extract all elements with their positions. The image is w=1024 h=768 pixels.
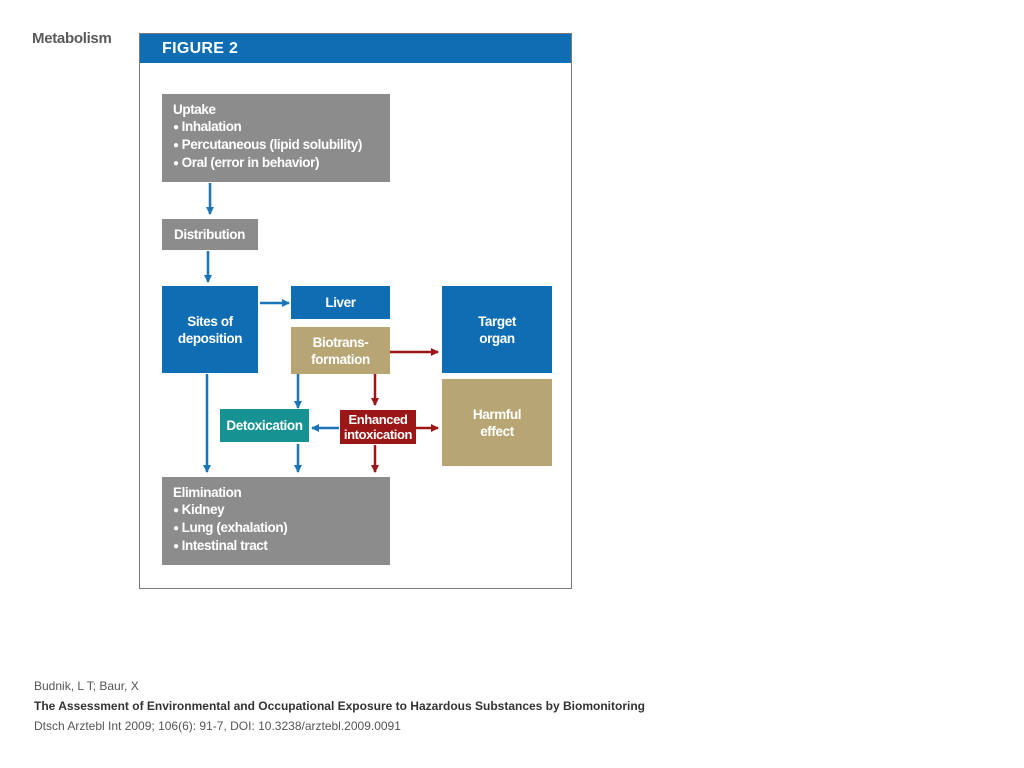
detoxication-box: Detoxication (220, 409, 309, 442)
figure-2: FIGURE 2 Uptake Inhalation Percutaneous … (139, 33, 572, 589)
harmful-effect-label-line: effect (480, 423, 514, 439)
sites-label-line: Sites of (187, 313, 233, 329)
distribution-box: Distribution (162, 219, 258, 250)
section-title: Metabolism (32, 30, 112, 47)
uptake-item: Oral (error in behavior) (173, 154, 390, 172)
elimination-item: Kidney (173, 501, 390, 519)
sites-of-deposition-box: Sites of deposition (162, 286, 258, 373)
enhanced-intoxication-label-line: Enhanced (348, 412, 408, 427)
figure-header: FIGURE 2 (140, 34, 571, 63)
liver-label: Liver (325, 295, 356, 310)
harmful-effect-box: Harmful effect (442, 379, 552, 466)
biotransformation-label-line: formation (311, 351, 370, 367)
target-organ-box: Target organ (442, 286, 552, 373)
target-organ-label-line: organ (479, 330, 515, 346)
enhanced-intoxication-box: Enhanced intoxication (340, 410, 416, 444)
enhanced-intoxication-label-line: intoxication (343, 427, 413, 442)
elimination-item: Intestinal tract (173, 537, 390, 555)
uptake-box: Uptake Inhalation Percutaneous (lipid so… (162, 94, 390, 182)
sites-label-line: deposition (177, 330, 243, 346)
citation-authors: Budnik, L T; Baur, X (34, 679, 139, 693)
harmful-effect-label-line: Harmful (472, 406, 522, 422)
flow-arrows (203, 183, 439, 473)
biotransformation-box: Biotrans- formation (291, 327, 390, 374)
citation-title: The Assessment of Environmental and Occu… (34, 699, 645, 713)
biotransformation-label-line: Biotrans- (312, 334, 369, 350)
elimination-title: Elimination (173, 485, 242, 500)
target-organ-label-line: Target (478, 313, 516, 329)
uptake-item: Inhalation (173, 118, 390, 136)
liver-box: Liver (291, 286, 390, 319)
detoxication-label: Detoxication (226, 418, 303, 433)
uptake-title: Uptake (173, 102, 216, 117)
elimination-item: Lung (exhalation) (173, 519, 390, 537)
citation-source: Dtsch Arztebl Int 2009; 106(6): 91-7, DO… (34, 719, 401, 733)
elimination-box: Elimination Kidney Lung (exhalation) Int… (162, 477, 390, 565)
distribution-label: Distribution (174, 227, 245, 242)
uptake-item: Percutaneous (lipid solubility) (173, 136, 390, 154)
